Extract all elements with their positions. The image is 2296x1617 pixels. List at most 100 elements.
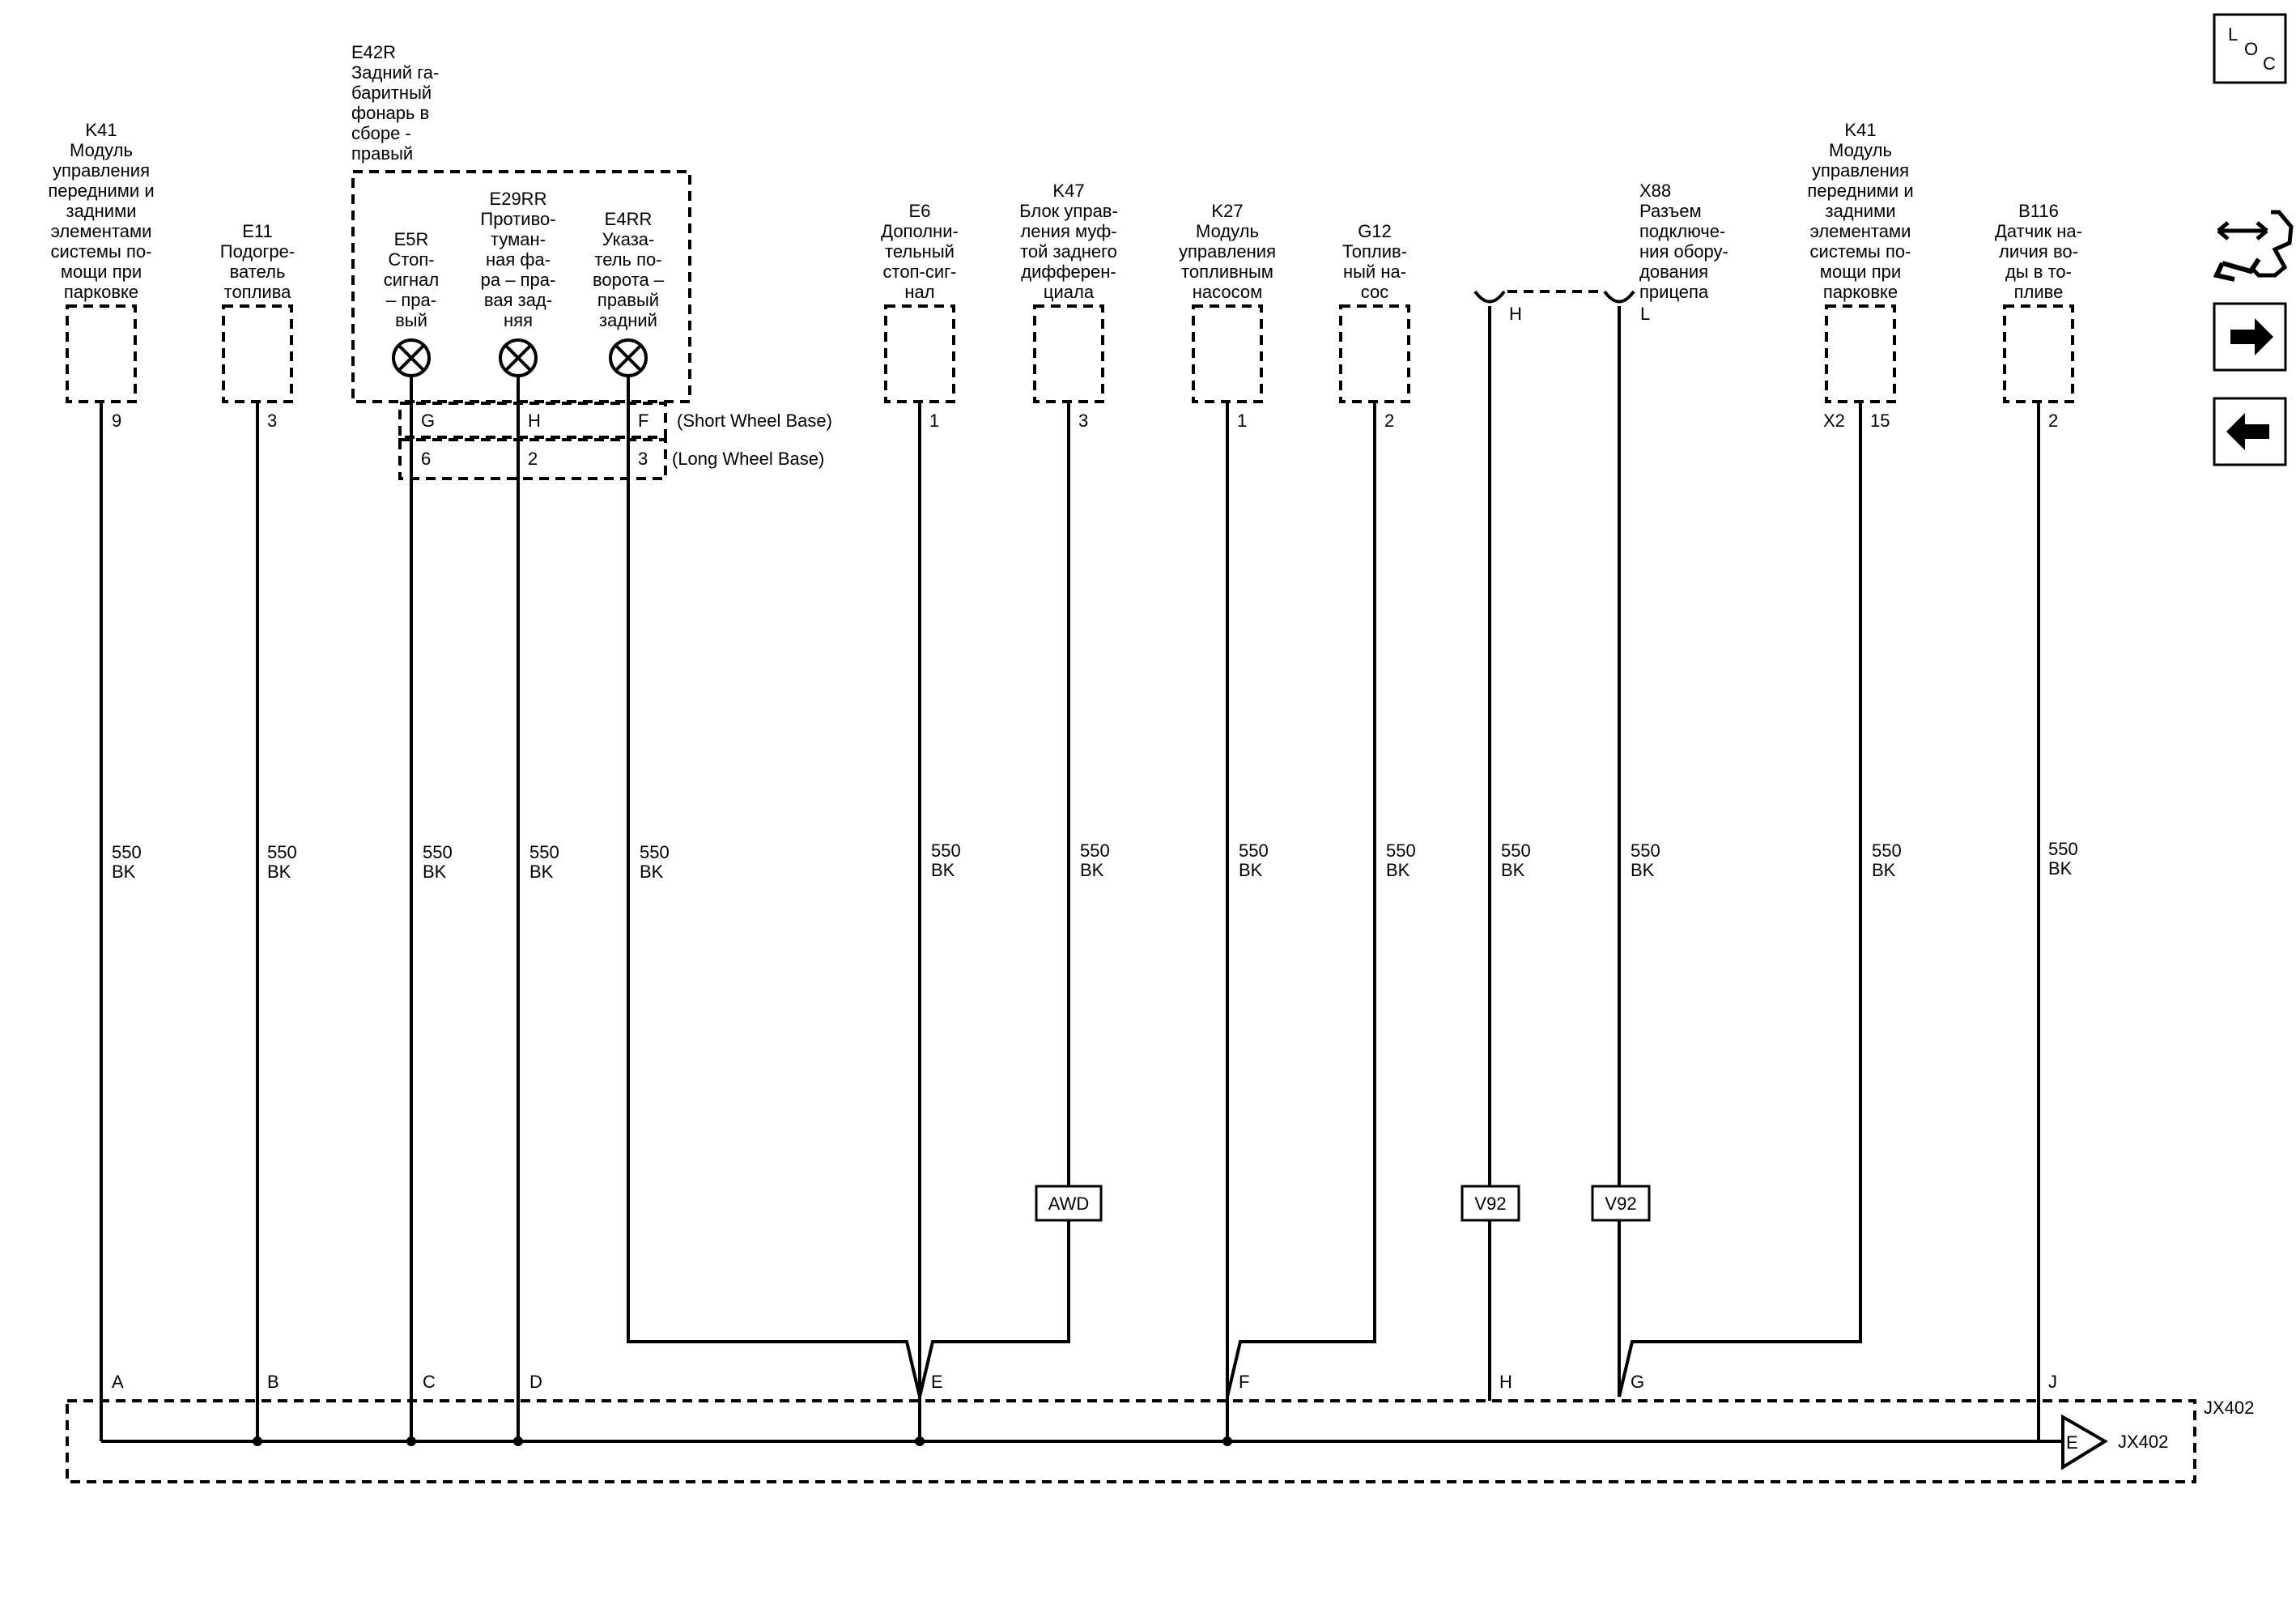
option-box-awd: AWD [1035,1185,1103,1222]
svg-text:550: 550 [112,842,142,862]
pin-e5r-swb: G [421,411,435,431]
label-e11: E11 Подогре- ватель топлива [220,221,295,302]
svg-text:сигнал: сигнал [384,270,440,290]
svg-text:ная фа-: ная фа- [486,249,551,270]
svg-text:E5R: E5R [394,229,429,249]
component-box-e6 [884,304,955,403]
svg-text:BK: BK [423,862,447,882]
bulb-icon [609,338,648,377]
label-k41-right: K41 Модуль управления передними и задним… [1807,120,1913,302]
svg-text:ватель: ватель [230,262,286,282]
component-box-k41-right [1825,304,1896,403]
svg-text:тель по-: тель по- [594,249,661,270]
svg-text:Подогре-: Подогре- [220,241,295,262]
pin-e4rr-swb: F [638,411,648,431]
svg-text:прицепа: прицепа [1639,282,1709,302]
connector-tool-icon[interactable] [2213,210,2294,282]
svg-text:550: 550 [1239,840,1269,861]
svg-text:G12: G12 [1358,221,1392,241]
svg-text:BK: BK [112,862,136,882]
svg-text:BK: BK [1501,860,1525,880]
option-box-v92-h: V92 [1461,1185,1520,1222]
svg-text:управления: управления [1179,241,1276,262]
svg-text:Датчик на-: Датчик на- [1995,221,2082,241]
arrow-left-icon[interactable] [2213,397,2287,466]
svg-text:няя: няя [504,310,533,330]
svg-text:BK: BK [1631,860,1655,880]
svg-text:управления: управления [53,160,150,181]
pin-e29rr-lwb: 2 [528,449,538,469]
svg-text:Модуль: Модуль [70,140,133,160]
svg-text:550: 550 [931,840,961,861]
svg-text:550: 550 [267,842,297,862]
svg-text:X88: X88 [1639,181,1671,201]
svg-text:пливе: пливе [2014,282,2064,302]
svg-text:передними и: передними и [1807,181,1913,201]
svg-text:Топлив-: Топлив- [1342,241,1407,262]
splice-dots [253,1436,1232,1446]
svg-text:– пра-: – пра- [386,290,436,310]
svg-text:BK: BK [267,862,291,882]
svg-text:K27: K27 [1211,201,1243,221]
svg-text:стоп-сиг-: стоп-сиг- [883,262,957,282]
label-x88: X88 Разъем подключе- ния обору- дования … [1639,181,1728,302]
bulb-icon [499,338,538,377]
svg-text:550: 550 [1080,840,1110,861]
svg-text:BK: BK [640,862,664,882]
svg-text:E42R: E42R [351,42,396,62]
loc-icon-letter-c: C [2263,53,2276,74]
option-box-v92-l: V92 [1591,1185,1651,1222]
svg-text:Дополни-: Дополни- [881,221,959,241]
pin-e6: 1 [929,411,939,431]
bulb-icon [392,338,431,377]
svg-text:BK: BK [1872,860,1896,880]
pin-x88-h: H [1509,304,1522,324]
pin-k47: 3 [1078,411,1088,431]
label-k27: K27 Модуль управления топливным насосом [1179,201,1276,302]
arrow-right-icon[interactable] [2213,302,2287,372]
svg-text:задний: задний [599,310,657,330]
svg-text:правый: правый [597,290,659,310]
svg-text:сос: сос [1361,282,1388,302]
svg-text:насосом: насосом [1193,282,1262,302]
svg-text:K41: K41 [85,120,117,140]
component-box-e11 [222,304,293,403]
svg-text:ворота –: ворота – [593,270,665,290]
svg-text:парковке: парковке [64,282,138,302]
svg-text:нал: нал [904,282,934,302]
svg-text:ды в то-: ды в то- [2005,262,2072,282]
svg-text:тельный: тельный [885,241,955,262]
label-e29rr: E29RR Противо- туман- ная фа- ра – пра- … [480,189,555,330]
connector-box-short-wheelbase [398,402,667,439]
svg-text:Указа-: Указа- [602,229,655,249]
connector-k41-right: X2 [1823,411,1845,431]
loc-icon-letter-o: O [2244,39,2258,59]
svg-text:элементами: элементами [51,221,152,241]
svg-text:баритный: баритный [351,83,432,103]
ground-connector-triangle-icon: E [2061,1414,2108,1470]
svg-text:Противо-: Противо- [480,209,555,229]
component-box-b116 [2003,304,2074,403]
loc-icon[interactable]: L O C [2213,13,2287,84]
svg-text:сборе -: сборе - [351,123,411,143]
svg-text:D: D [529,1372,542,1392]
pin-k27: 1 [1237,411,1247,431]
pin-x88-l: L [1640,304,1650,324]
svg-text:системы по-: системы по- [1810,241,1911,262]
svg-text:BK: BK [1239,860,1263,880]
svg-text:K47: K47 [1052,181,1084,201]
pin-k41-left: 9 [112,411,121,431]
svg-text:K41: K41 [1844,120,1876,140]
svg-text:топливным: топливным [1181,262,1273,282]
splice-box-jx402 [66,1399,2196,1483]
svg-text:правый: правый [351,143,413,164]
svg-text:ный на-: ный на- [1343,262,1406,282]
svg-text:ления муф-: ления муф- [1020,221,1116,241]
svg-text:C: C [423,1372,436,1392]
svg-text:личия во-: личия во- [1999,241,2078,262]
svg-text:BK: BK [1080,860,1104,880]
svg-text:E29RR: E29RR [490,189,547,209]
svg-text:BK: BK [1386,860,1410,880]
svg-text:550: 550 [1631,840,1660,861]
pin-e11: 3 [267,411,277,431]
